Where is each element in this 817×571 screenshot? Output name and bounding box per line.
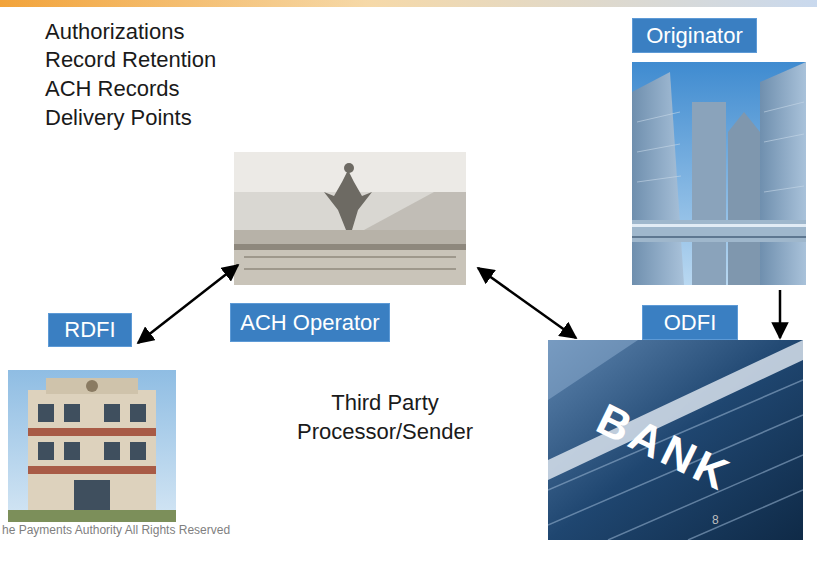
topic-item: ACH Records xyxy=(45,75,179,103)
flow-arrow xyxy=(779,290,782,338)
label-box: Originator xyxy=(632,18,757,53)
node-label: Originator xyxy=(646,23,743,49)
entity-node: Originator xyxy=(632,18,807,285)
page-number: 8 xyxy=(712,513,719,527)
node-label: ACH Operator xyxy=(240,310,379,336)
participant-note: Third Party Processor/Sender xyxy=(290,388,480,446)
office-towers-photo xyxy=(632,62,806,285)
footer-note: he Payments Authority All Rights Reserve… xyxy=(2,523,230,537)
entity-node: RDFI xyxy=(8,313,176,522)
topic-item: Authorizations xyxy=(45,18,184,46)
flow-arrow xyxy=(478,268,576,338)
topic-item: Delivery Points xyxy=(45,104,192,132)
label-box: ODFI xyxy=(642,305,738,340)
flow-arrow xyxy=(138,265,238,343)
node-label: RDFI xyxy=(64,317,115,343)
node-label: ODFI xyxy=(664,310,717,336)
label-box: RDFI xyxy=(48,313,132,347)
label-box: ACH Operator xyxy=(230,303,390,342)
office-building-photo xyxy=(8,370,176,522)
entity-node: ACH Operator xyxy=(234,152,466,342)
topic-item: Record Retention xyxy=(45,46,216,74)
accent-bar xyxy=(0,0,817,7)
federal-building-photo xyxy=(234,152,466,285)
